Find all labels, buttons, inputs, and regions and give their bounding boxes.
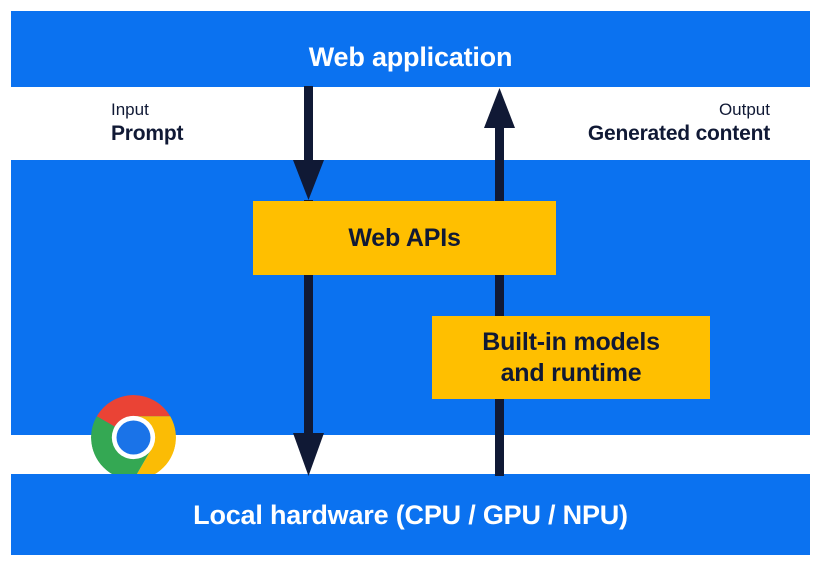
local-hardware-title: Local hardware (CPU / GPU / NPU) (193, 500, 628, 530)
built-in-models-line-1: Built-in models (482, 328, 660, 356)
input-kind-label: Input (111, 100, 149, 119)
output-flow-label: Output Generated content (588, 99, 770, 148)
built-in-models-box[interactable]: Built-in models and runtime (432, 316, 710, 399)
chrome-logo-icon (91, 395, 176, 480)
built-in-models-label: Built-in models and runtime (482, 327, 660, 388)
web-application-title: Web application (308, 42, 513, 72)
web-apis-box[interactable]: Web APIs (253, 201, 556, 275)
output-kind-label: Output (718, 100, 770, 119)
web-application-band: Web application (11, 11, 810, 87)
output-value-label: Generated content (587, 121, 770, 145)
built-in-models-line-2: and runtime (500, 358, 642, 387)
chrome-logo-svg (91, 395, 176, 480)
web-apis-label: Web APIs (348, 223, 461, 252)
input-flow-label: Input Prompt (111, 99, 184, 148)
input-value-label: Prompt (111, 121, 184, 145)
local-hardware-band: Local hardware (CPU / GPU / NPU) (11, 474, 810, 555)
